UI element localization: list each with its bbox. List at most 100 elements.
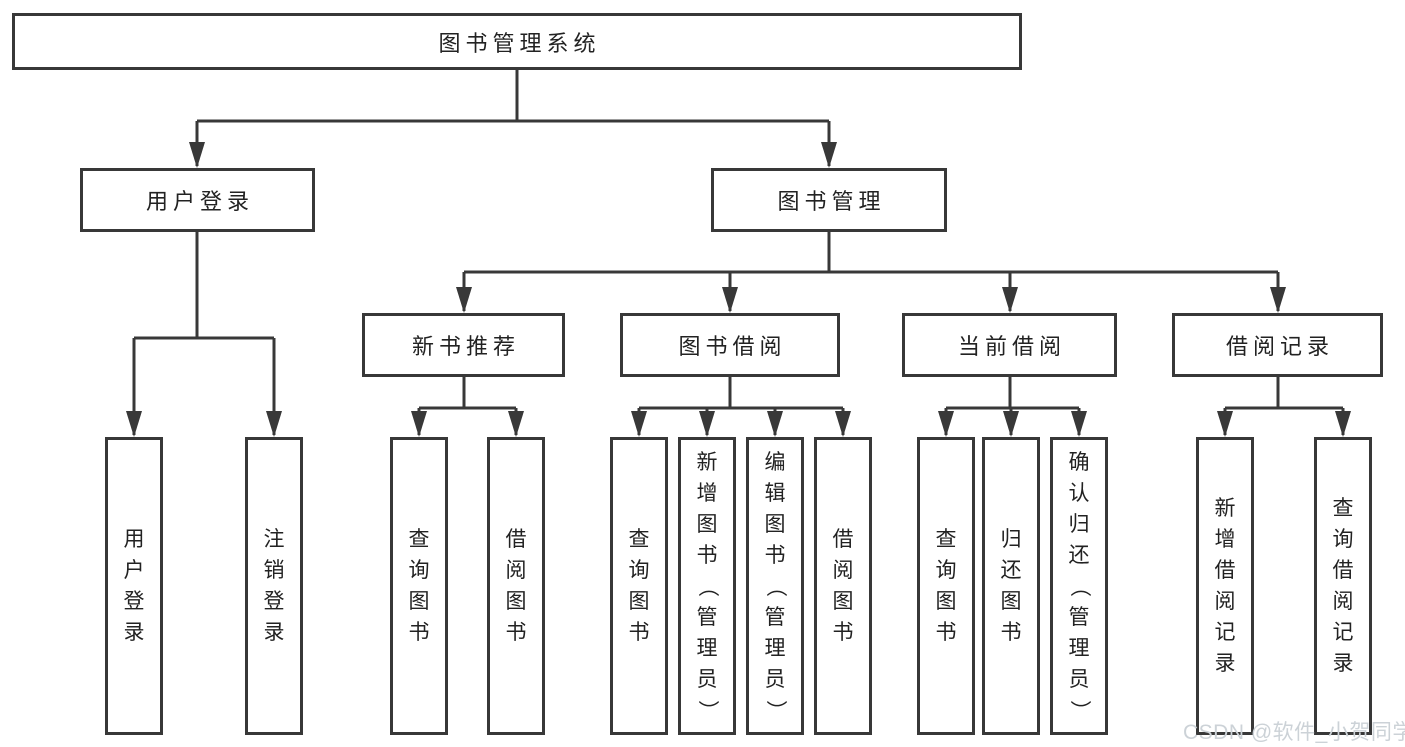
arrowhead-icon — [1002, 287, 1018, 313]
label-char: 阅 — [1332, 590, 1354, 613]
label-char: 认 — [1068, 481, 1090, 505]
label-char: 借 — [832, 528, 854, 551]
label-char: 图 — [935, 590, 957, 613]
label-char: 录 — [1332, 652, 1354, 675]
label-char: 查 — [935, 528, 957, 551]
node-label: 用户登录 — [124, 524, 145, 648]
node-label: 新书推荐 — [411, 334, 520, 359]
arrowhead-icon — [266, 411, 282, 437]
node-leaf-add-book: 新增图书（管理员） — [678, 437, 736, 735]
node-label: 查询借阅记录 — [1333, 493, 1354, 679]
node-book-management: 图书管理 — [711, 168, 947, 232]
arrowhead-icon — [1003, 411, 1019, 437]
label-char: 管 — [764, 605, 786, 629]
arrowhead-icon — [699, 411, 715, 437]
label-char: 书 — [1000, 621, 1022, 644]
label-char: 阅 — [1214, 590, 1236, 613]
arrowhead-icon — [938, 411, 954, 437]
label-char: 辑 — [764, 481, 786, 505]
label-char: 查 — [628, 528, 650, 551]
arrowhead-icon — [722, 287, 738, 313]
label-char: 记 — [1332, 621, 1354, 644]
label-char: 理 — [764, 636, 786, 660]
arrowhead-icon — [821, 142, 837, 168]
node-borrow-record: 借阅记录 — [1172, 313, 1383, 377]
arrowhead-icon — [835, 411, 851, 437]
arrowhead-icon — [189, 142, 205, 168]
node-label: 确认归还（管理员） — [1068, 447, 1091, 726]
node-label: 注销登录 — [264, 524, 285, 648]
node-current-borrow: 当前借阅 — [902, 313, 1117, 377]
arrowhead-icon — [1217, 411, 1233, 437]
label-char: 阅 — [505, 559, 527, 582]
label-char: 借 — [505, 528, 527, 551]
label-char: ） — [1067, 699, 1091, 721]
node-leaf-add-borrow-record: 新增借阅记录 — [1196, 437, 1254, 735]
label-char: 书 — [628, 621, 650, 644]
label-char: 还 — [1068, 543, 1090, 567]
label-char: 理 — [1068, 636, 1090, 660]
node-leaf-user-login: 用户登录 — [105, 437, 163, 735]
node-leaf-borrow-book-1: 借阅图书 — [487, 437, 545, 735]
node-label: 借阅图书 — [833, 524, 854, 648]
label-char: （ — [695, 575, 719, 597]
node-label: 归还图书 — [1001, 524, 1022, 648]
label-char: ） — [763, 699, 787, 721]
label-char: （ — [763, 575, 787, 597]
node-label: 图书管理 — [777, 189, 886, 214]
node-leaf-query-book-2: 查询图书 — [610, 437, 668, 735]
label-char: 记 — [1214, 621, 1236, 644]
label-char: 还 — [1000, 559, 1022, 582]
label-char: ） — [695, 699, 719, 721]
node-root: 图书管理系统 — [12, 13, 1022, 70]
label-char: 书 — [408, 621, 430, 644]
label-char: 确 — [1068, 450, 1090, 474]
label-char: 询 — [1332, 528, 1354, 551]
label-char: 归 — [1068, 512, 1090, 536]
node-label: 新增图书（管理员） — [696, 447, 719, 726]
label-char: 查 — [1332, 497, 1354, 520]
arrowhead-icon — [631, 411, 647, 437]
arrowhead-icon — [1335, 411, 1351, 437]
csdn-watermark: CSDN @软件_小贺同学 — [1183, 721, 1405, 744]
label-char: 增 — [1214, 528, 1236, 551]
node-new-book-recommend: 新书推荐 — [362, 313, 565, 377]
node-label: 查询图书 — [629, 524, 650, 648]
label-char: 录 — [1214, 652, 1236, 675]
node-leaf-confirm-return: 确认归还（管理员） — [1050, 437, 1108, 735]
node-leaf-borrow-book-2: 借阅图书 — [814, 437, 872, 735]
label-char: 询 — [628, 559, 650, 582]
label-char: 注 — [263, 528, 285, 551]
node-label: 借阅记录 — [1225, 334, 1334, 359]
label-char: 员 — [1068, 667, 1090, 691]
node-label: 当前借阅 — [957, 334, 1066, 359]
node-label: 图书管理系统 — [438, 30, 601, 56]
label-char: 员 — [764, 667, 786, 691]
arrowhead-icon — [456, 287, 472, 313]
label-char: 借 — [1214, 559, 1236, 582]
label-char: 书 — [935, 621, 957, 644]
label-char: 录 — [123, 621, 145, 644]
label-char: 增 — [696, 481, 718, 505]
label-char: 书 — [505, 621, 527, 644]
label-char: 户 — [123, 559, 145, 582]
label-char: 录 — [263, 621, 285, 644]
label-char: 书 — [764, 543, 786, 567]
label-char: 图 — [764, 512, 786, 536]
node-leaf-logout: 注销登录 — [245, 437, 303, 735]
label-char: 书 — [832, 621, 854, 644]
node-label: 图书借阅 — [678, 334, 787, 359]
arrowhead-icon — [1270, 287, 1286, 313]
label-char: 阅 — [832, 559, 854, 582]
node-leaf-query-book-3: 查询图书 — [917, 437, 975, 735]
label-char: 销 — [263, 559, 285, 582]
label-char: 归 — [1000, 528, 1022, 551]
label-char: 新 — [696, 450, 718, 474]
node-label: 新增借阅记录 — [1215, 493, 1236, 679]
label-char: 登 — [263, 590, 285, 613]
label-char: 图 — [832, 590, 854, 613]
label-char: 借 — [1332, 559, 1354, 582]
label-char: 管 — [696, 605, 718, 629]
label-char: 理 — [696, 636, 718, 660]
node-label: 查询图书 — [936, 524, 957, 648]
